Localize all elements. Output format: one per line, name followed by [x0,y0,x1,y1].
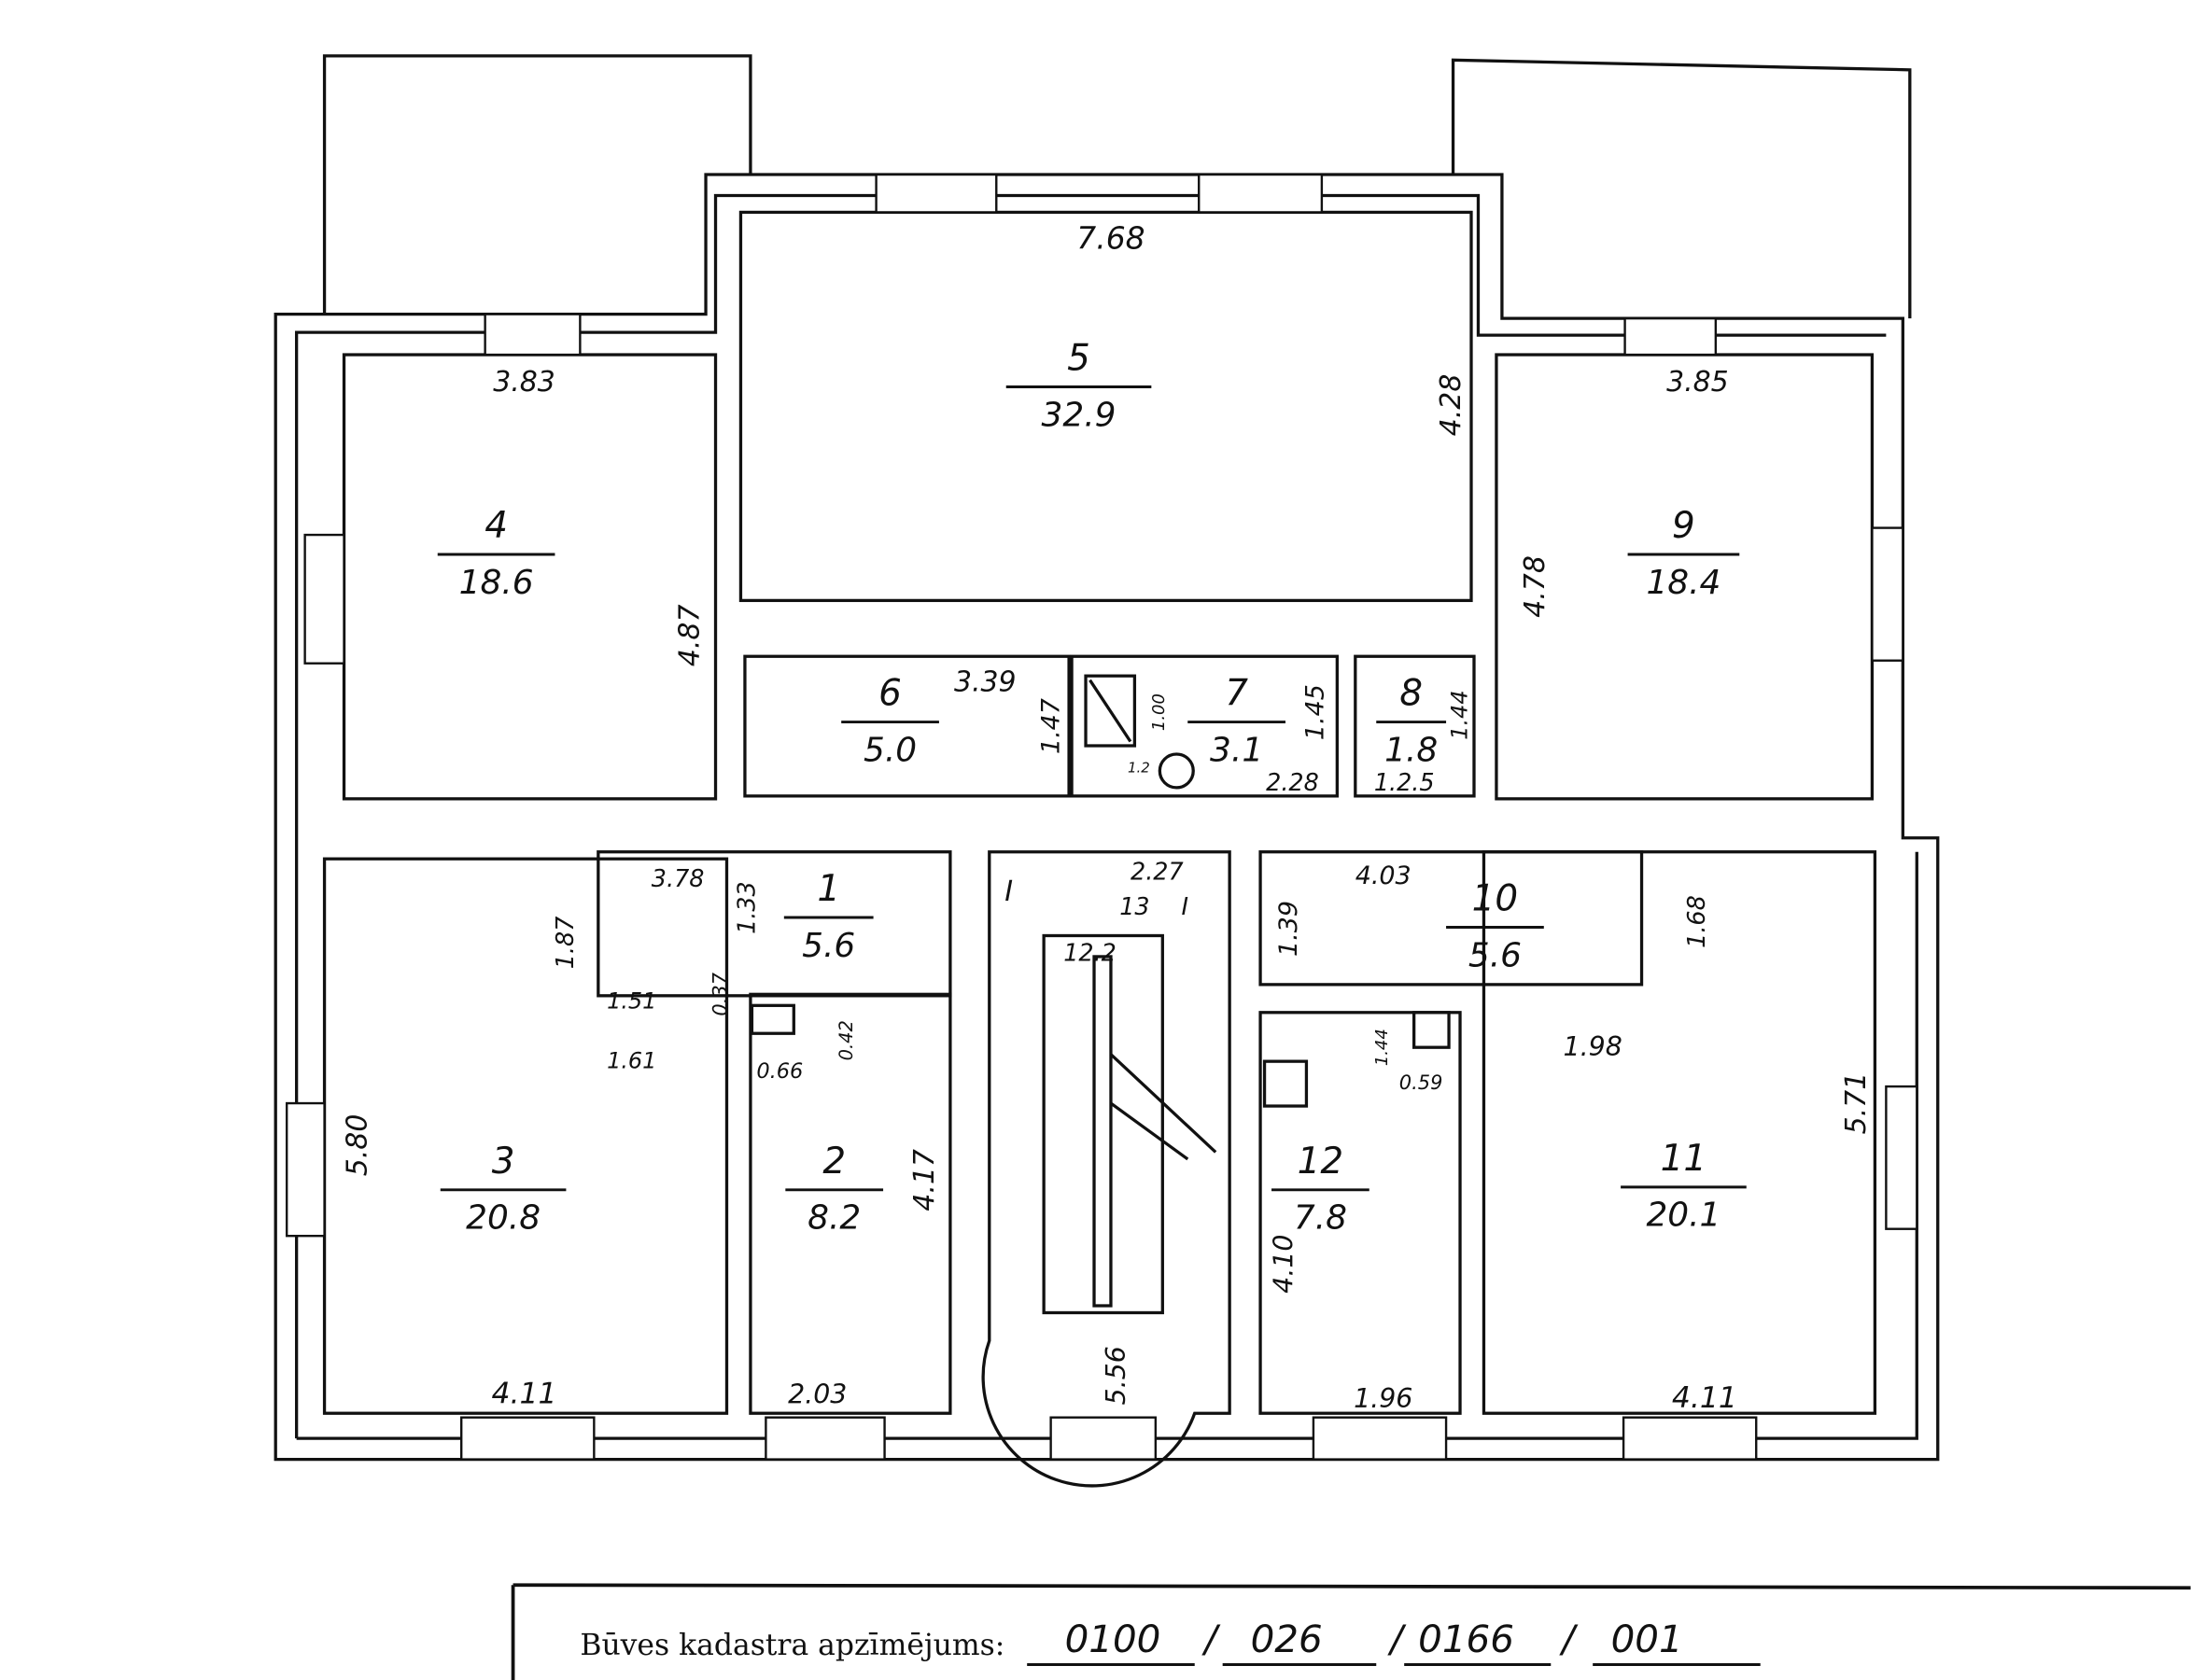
room-number: 1 [817,868,840,910]
room-number: 3 [492,1141,515,1183]
cadastral-separator: / [1559,1617,1579,1661]
dimension-label: 1.98 [1564,1031,1622,1062]
room-number: 9 [1672,505,1695,547]
dimension-label: 0.59 [1399,1071,1443,1094]
dimension-label: 5.71 [1840,1072,1873,1135]
dimension-label: 4.11 [1672,1381,1737,1415]
room-number: 2 [822,1141,846,1183]
room-number: 7 [1225,673,1248,715]
stair-label: 2.27 [1131,858,1184,886]
dimension-label: 1.61 [607,1048,656,1074]
room-area: 1.8 [1384,731,1438,769]
room-area: 7.8 [1294,1199,1347,1238]
dimension-label: 1.2 [1128,759,1150,776]
dimension-label: 1.44 [1447,690,1473,739]
stair-label: I [1182,892,1189,920]
dimension-label: 0.42 [836,1020,857,1060]
room-number: 8 [1399,673,1423,715]
dimension-label: 7.68 [1076,219,1145,256]
dimension-label: 1.2.5 [1374,768,1435,796]
room-number: 5 [1067,338,1090,380]
dimension-label: 2.03 [788,1379,847,1410]
room-area: 5.6 [1468,936,1522,974]
walls [274,54,1940,1488]
room-area: 5.0 [864,731,917,769]
cadastral-label: Būves kadastra apzīmējums: [580,1629,1004,1662]
dimension-label: 1.39 [1274,901,1303,957]
room-number: 11 [1661,1138,1707,1180]
cadastral-code-part: 0100 [1065,1617,1161,1661]
dimension-label: 4.28 [1435,374,1468,437]
room-12-outline [1258,1011,1462,1415]
dimension-label: 3.83 [493,366,555,399]
dimension-label: 3.78 [652,864,705,892]
dimension-label: 4.11 [492,1378,557,1411]
dimension-label: 5.56 [1101,1346,1131,1405]
dimension-label: 0.66 [756,1059,803,1084]
room-11-outline [1482,850,1877,1415]
dimension-label: 1.45 [1300,684,1329,740]
sink-icon [1412,1011,1451,1049]
dimension-label: 3.39 [954,666,1017,699]
dimension-label: 1.44 [1372,1029,1392,1066]
stair-label: 13 [1119,892,1149,920]
room-number: 6 [878,673,902,715]
stairwell-outline [981,850,1231,1488]
dimension-label: 4.10 [1268,1234,1299,1293]
room-area: 20.8 [466,1199,541,1238]
dimension-label: 2.28 [1266,768,1319,796]
cadastral-footer: Būves kadastra apzīmējums: 0100 / 026 / … [511,1583,2191,1680]
toilet-icon [1158,752,1195,790]
room-area: 18.6 [459,564,534,602]
room-area: 8.2 [808,1199,861,1238]
room-area: 18.4 [1646,564,1720,602]
room-2-outline [749,992,952,1415]
stair-label: 12.2 [1063,938,1117,966]
room-5-outline [738,210,1473,603]
room-3-outline [322,857,729,1415]
dimension-label: 4.03 [1355,861,1412,890]
stair-label: I [1004,875,1013,908]
room-10-outline [1258,850,1644,987]
cadastral-code-part: 001 [1611,1617,1683,1661]
dimension-label: 1.87 [551,917,579,970]
dimension-label: 1.68 [1682,895,1710,948]
room-number: 4 [485,505,508,547]
dimension-label: 3.85 [1666,366,1729,399]
dimension-label: 1.47 [1037,698,1066,754]
dimension-label: 4.17 [908,1149,941,1211]
dimension-label: 4.78 [1519,555,1552,618]
room-area: 32.9 [1042,396,1117,434]
labels: 1 5.6 2 8.2 3 20.8 4 18.6 5 32.9 6 5.0 7 3.1 8 1.8 9 18.4… [341,219,1872,1415]
cadastral-code-part: 026 [1251,1617,1323,1661]
room-area: 3.1 [1210,731,1263,769]
dimension-label: 1.96 [1354,1383,1412,1414]
dimension-label: 0.37 [709,972,731,1015]
dimension-label: 5.80 [341,1114,373,1177]
room-number: 10 [1472,878,1519,920]
dimension-label: 4.87 [674,605,707,667]
room-area: 20.1 [1646,1197,1720,1235]
sink-icon [750,1003,795,1035]
cadastral-separator: / [1201,1617,1221,1661]
stove-icon [1262,1059,1309,1108]
windows [285,173,1918,1461]
room-area: 5.6 [802,927,855,965]
room-number: 12 [1298,1141,1344,1183]
room-7-outline [1070,654,1339,798]
dimension-label: 1.00 [1149,693,1169,731]
cadastral-code-part: 0166 [1418,1617,1514,1661]
room-8-outline [1354,654,1476,798]
room-6-outline [743,654,1071,798]
dimension-label: 1.33 [732,881,760,934]
dimension-label: 1.51 [607,987,656,1014]
bathtub-icon [1084,674,1137,748]
cadastral-separator: / [1387,1617,1407,1661]
